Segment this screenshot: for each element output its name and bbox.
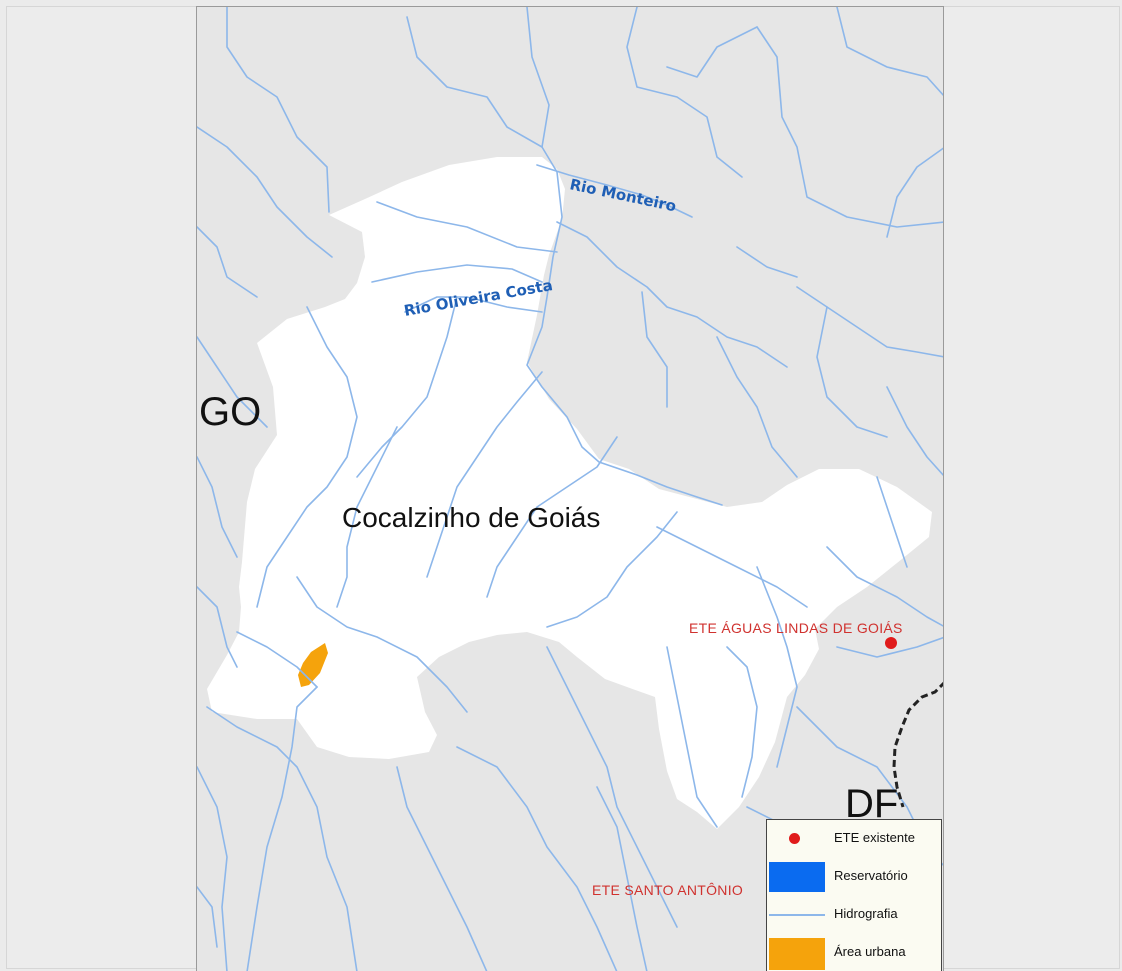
- df-boundary: [892, 681, 943, 808]
- state-label-df: DF: [845, 782, 898, 826]
- hydrography: [197, 7, 943, 971]
- reservoir-swatch: [767, 858, 827, 896]
- ete-label-aguas-lindas: ETE ÁGUAS LINDAS DE GOIÁS: [689, 620, 903, 636]
- legend-item-urban: Área urbana: [767, 934, 943, 971]
- urban-swatch: [767, 934, 827, 971]
- river-line: [767, 896, 827, 934]
- river-label-monteiro: Rio Monteiro: [568, 175, 678, 215]
- municipality-area: [207, 157, 932, 829]
- municipality-label: Cocalzinho de Goiás: [342, 502, 600, 533]
- state-label-go: GO: [199, 390, 261, 434]
- ete-aguas-lindas-marker: [885, 637, 897, 649]
- red-dot-icon: [767, 820, 827, 858]
- map-panel: GO DF Cocalzinho de Goiás Rio Monteiro R…: [196, 6, 944, 971]
- map-legend: ETE existente Reservatório Hidrografia Á…: [766, 819, 942, 971]
- legend-item-ete: ETE existente: [767, 820, 943, 858]
- legend-label: Área urbana: [834, 944, 906, 959]
- ete-label-santo-antonio: ETE SANTO ANTÔNIO: [592, 882, 743, 898]
- legend-label: ETE existente: [834, 830, 915, 845]
- legend-label: Hidrografia: [834, 906, 898, 921]
- legend-item-hydrography: Hidrografia: [767, 896, 943, 934]
- map-canvas: GO DF Cocalzinho de Goiás Rio Monteiro R…: [197, 7, 943, 971]
- legend-label: Reservatório: [834, 868, 908, 883]
- legend-item-reservoir: Reservatório: [767, 858, 943, 896]
